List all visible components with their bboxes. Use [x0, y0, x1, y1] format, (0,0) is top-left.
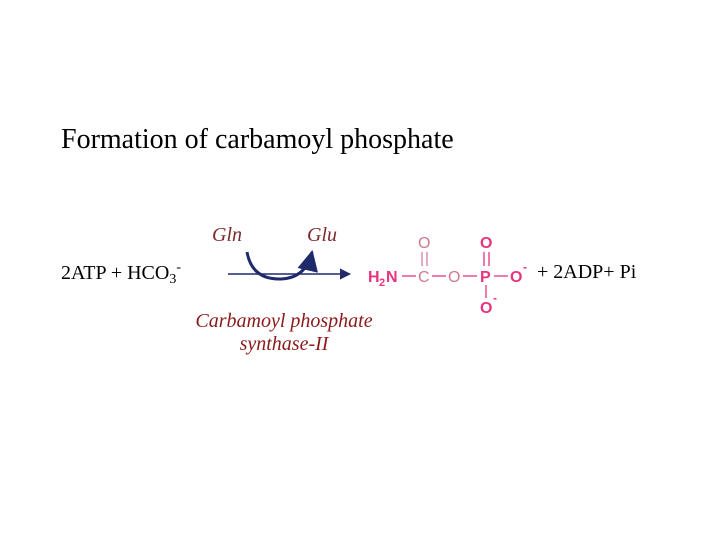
enzyme-name: Carbamoyl phosphate synthase-II	[170, 310, 398, 356]
bottom-o: O	[480, 300, 492, 317]
carbonyl-c: C	[418, 269, 430, 286]
right-o-charge: -	[523, 260, 527, 274]
amine-n: N	[386, 269, 398, 286]
hco3-subscript: 3	[169, 272, 177, 287]
products: + 2ADP+ Pi	[537, 261, 637, 283]
amine-subscript: 2	[379, 277, 385, 289]
enzyme-name-line1: Carbamoyl phosphate	[195, 310, 373, 332]
glutamate-label: Glu	[307, 224, 337, 246]
bridge-o: O	[448, 269, 460, 286]
carbamoyl-phosphate-structure: H 2 N C O O P O O - O -	[368, 235, 527, 317]
right-o: O	[510, 269, 522, 286]
carbonyl-o: O	[418, 235, 430, 252]
glutamine-label: Gln	[212, 224, 242, 246]
phosphoryl-o: O	[480, 235, 492, 252]
enzyme-name-line2: synthase-II	[239, 333, 329, 355]
reactants-text: 2ATP + HCO	[61, 262, 170, 284]
bottom-o-charge: -	[493, 291, 497, 305]
hco3-charge: -	[176, 260, 182, 275]
phosphorus: P	[480, 269, 491, 286]
amine-h: H	[368, 269, 380, 286]
reactants: 2ATP + HCO3-	[61, 260, 181, 288]
gln-glu-curved-arrow	[245, 249, 318, 281]
slide-title: Formation of carbamoyl phosphate	[61, 124, 454, 155]
